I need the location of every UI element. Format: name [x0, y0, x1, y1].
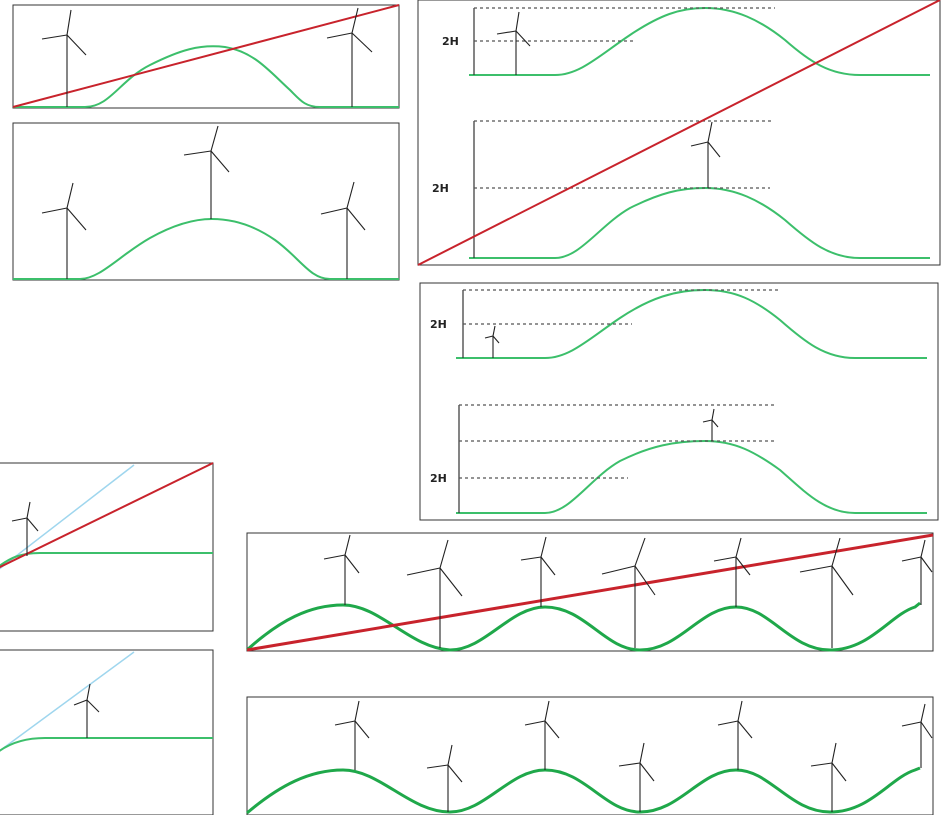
two-h-label: 2H: [430, 318, 447, 331]
wind-turbine-icon: [901, 703, 933, 768]
wind-turbine-icon: [11, 501, 39, 556]
two-h-label: 2H: [430, 472, 447, 485]
wind-turbine-icon: [713, 537, 751, 607]
panel-2h-tall-hills-top-right: 2H 2H: [417, 0, 941, 266]
panel-2h-small-turbines-right: 2H 2H: [419, 282, 939, 521]
wind-turbine-icon: [690, 121, 721, 188]
wind-turbine-icon: [702, 408, 719, 441]
wind-turbine-icon: [41, 9, 87, 107]
panel-hill-slope-top-left: [12, 4, 400, 109]
wind-turbine-icon: [320, 181, 366, 279]
two-h-label: 2H: [432, 182, 449, 195]
wind-turbine-icon: [799, 537, 854, 648]
wind-turbine-icon: [183, 125, 230, 219]
wind-turbine-icon: [326, 7, 373, 107]
wind-turbine-icon: [717, 700, 753, 770]
panel-rolling-hills-bottom: [246, 696, 934, 815]
wind-turbine-icon: [73, 683, 100, 738]
wind-turbine-icon: [618, 742, 655, 812]
two-h-label: 2H: [442, 35, 459, 48]
panel-hill-turbines-left: [12, 122, 400, 281]
wind-turbine-icon: [901, 539, 933, 605]
wind-turbine-icon: [334, 700, 370, 770]
panel-escarpment-left-bottom: [0, 649, 214, 815]
wind-turbine-icon: [484, 325, 500, 358]
wind-turbine-icon: [426, 744, 463, 812]
wind-turbine-icon: [810, 742, 847, 812]
wind-turbine-icon: [524, 700, 560, 770]
wind-turbine-icon: [323, 534, 360, 605]
wind-turbine-icon: [601, 537, 656, 648]
wind-turbine-icon: [406, 539, 463, 648]
wind-turbine-icon: [520, 536, 556, 607]
wind-turbine-icon: [41, 182, 87, 279]
panel-escarpment-slope-left: [0, 462, 214, 632]
panel-rolling-hills-slope: [245, 532, 934, 652]
wind-turbine-icon: [496, 11, 531, 75]
